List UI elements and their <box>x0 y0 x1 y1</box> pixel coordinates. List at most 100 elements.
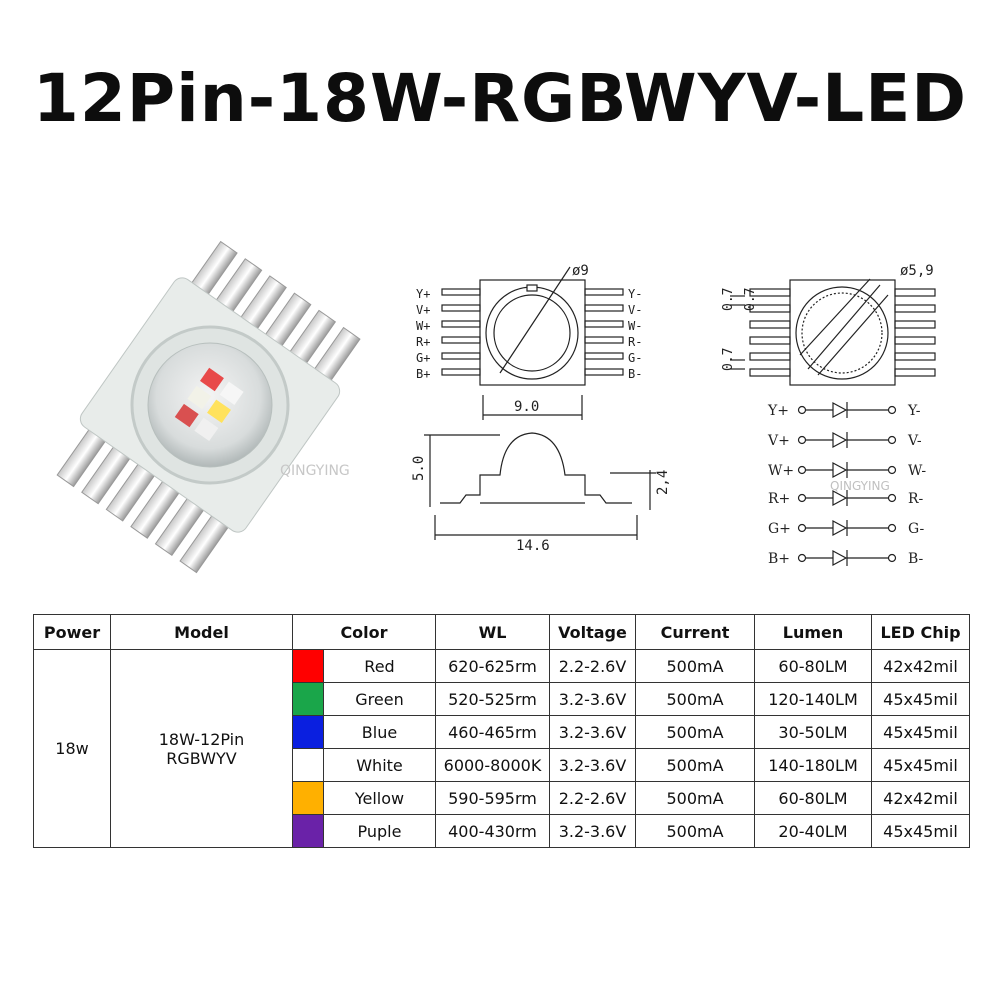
table-row: Yellow 590-595rm 2.2-2.6V 500mA 60-80LM … <box>34 781 970 815</box>
pin-label-left-2: W+ <box>416 319 430 333</box>
lumen-cell: 120-140LM <box>754 682 872 716</box>
pitch-label-3: 0.7 <box>721 348 736 371</box>
table-header-row: Power Model Color WL Voltage Current Lum… <box>33 614 970 650</box>
table-row: White 6000-8000K 3.2-3.6V 500mA 140-180L… <box>34 748 970 782</box>
current-cell: 500mA <box>635 715 755 749</box>
pitch-label-2: 0.7 <box>743 288 758 311</box>
length-label: 14.6 <box>516 538 550 554</box>
color-swatch <box>292 682 324 716</box>
diode-symbol <box>797 431 897 449</box>
current-cell: 500mA <box>635 649 755 683</box>
pin-label-right-0: Y- <box>628 287 642 301</box>
pin-label-left-0: Y+ <box>416 287 430 301</box>
schem-right-2: W- <box>908 463 926 479</box>
schem-right-1: V- <box>907 433 922 449</box>
chip-layout-view <box>730 278 936 386</box>
model-line-1: 18W-12Pin <box>158 729 245 749</box>
voltage-cell: 3.2-3.6V <box>549 682 636 716</box>
height-label: 5.0 <box>411 456 427 481</box>
color-name: Blue <box>323 715 436 749</box>
color-name: White <box>323 748 436 782</box>
diode-symbol <box>797 549 897 567</box>
header-model: Model <box>110 614 293 650</box>
current-cell: 500mA <box>635 814 755 848</box>
schem-right-0: Y- <box>907 403 921 419</box>
chip-cell: 42x42mil <box>871 649 970 683</box>
spec-table: Power Model Color WL Voltage Current Lum… <box>33 614 970 848</box>
chip-cell: 42x42mil <box>871 781 970 815</box>
header-lumen: Lumen <box>754 614 872 650</box>
schem-left-5: B+ <box>768 551 790 567</box>
page-title: 12Pin-18W-RGBWYV-LED <box>32 60 968 137</box>
wl-cell: 520-525rm <box>435 682 550 716</box>
chip-cell: 45x45mil <box>871 748 970 782</box>
power-cell: 18w <box>33 649 111 848</box>
lumen-cell: 30-50LM <box>754 715 872 749</box>
pitch-label-1: 0.7 <box>721 288 736 311</box>
voltage-cell: 2.2-2.6V <box>549 781 636 815</box>
wl-cell: 590-595rm <box>435 781 550 815</box>
schematic-watermark: QINGYING <box>830 479 890 493</box>
base-height-label: 2,4 <box>655 470 671 495</box>
color-swatch <box>292 781 324 815</box>
table-row: 18w 18W-12Pin RGBWYV Red 620-625rm 2.2-2… <box>33 649 970 848</box>
header-wl: WL <box>435 614 550 650</box>
top-view-pins <box>441 288 624 376</box>
voltage-cell: 3.2-3.6V <box>549 814 636 848</box>
pin-label-left-5: B+ <box>416 367 430 381</box>
chip-cell: 45x45mil <box>871 715 970 749</box>
dimension-drawing: Y+ V+ W+ R+ G+ B+ Y- V- W- R- G- B- ø9 9… <box>411 263 936 567</box>
pin-label-left-3: R+ <box>416 335 430 349</box>
pin-label-right-2: W- <box>628 319 642 333</box>
schem-left-2: W+ <box>768 463 794 479</box>
table-row: Blue 460-465rm 3.2-3.6V 500mA 30-50LM 45… <box>34 715 970 749</box>
header-voltage: Voltage <box>549 614 636 650</box>
schematic <box>797 401 897 567</box>
color-name: Green <box>323 682 436 716</box>
current-cell: 500mA <box>635 748 755 782</box>
header-current: Current <box>635 614 755 650</box>
pin-label-right-1: V- <box>628 303 642 317</box>
pin-label-right-3: R- <box>628 335 642 349</box>
lumen-cell: 20-40LM <box>754 814 872 848</box>
side-view <box>424 432 656 540</box>
schem-right-3: R- <box>908 491 924 507</box>
voltage-cell: 2.2-2.6V <box>549 649 636 683</box>
lumen-cell: 140-180LM <box>754 748 872 782</box>
schem-left-4: G+ <box>768 521 791 537</box>
color-swatch <box>292 649 324 683</box>
current-cell: 500mA <box>635 682 755 716</box>
diode-symbol <box>797 489 897 507</box>
table-row: Green 520-525rm 3.2-3.6V 500mA 120-140LM… <box>34 682 970 716</box>
width-label: 9.0 <box>514 399 539 415</box>
diode-symbol <box>797 401 897 419</box>
color-swatch <box>292 715 324 749</box>
pin-label-right-4: G- <box>628 351 642 365</box>
pin-label-left-1: V+ <box>416 303 430 317</box>
model-cell: 18W-12Pin RGBWYV <box>110 649 293 848</box>
color-name: Puple <box>323 814 436 848</box>
lumen-cell: 60-80LM <box>754 781 872 815</box>
color-swatch <box>292 748 324 782</box>
header-led-chip: LED Chip <box>871 614 970 650</box>
hatched-pins <box>749 288 936 377</box>
pin-label-left-4: G+ <box>416 351 430 365</box>
color-swatch <box>292 814 324 848</box>
color-name: Red <box>323 649 436 683</box>
wl-cell: 400-430rm <box>435 814 550 848</box>
model-line-2: RGBWYV <box>166 748 237 768</box>
diode-symbol <box>797 519 897 537</box>
schem-left-3: R+ <box>768 491 790 507</box>
schem-left-1: V+ <box>767 433 790 449</box>
color-name: Yellow <box>323 781 436 815</box>
pin-label-right-5: B- <box>628 367 642 381</box>
watermark: QINGYING <box>280 463 350 479</box>
chip-cell: 45x45mil <box>871 814 970 848</box>
wl-cell: 460-465rm <box>435 715 550 749</box>
inner-diameter-label: ø5,9 <box>900 263 934 279</box>
wl-cell: 620-625rm <box>435 649 550 683</box>
schem-right-4: G- <box>908 521 924 537</box>
current-cell: 500mA <box>635 781 755 815</box>
led-product-photo: QINGYING <box>56 240 361 574</box>
schem-right-5: B- <box>908 551 924 567</box>
